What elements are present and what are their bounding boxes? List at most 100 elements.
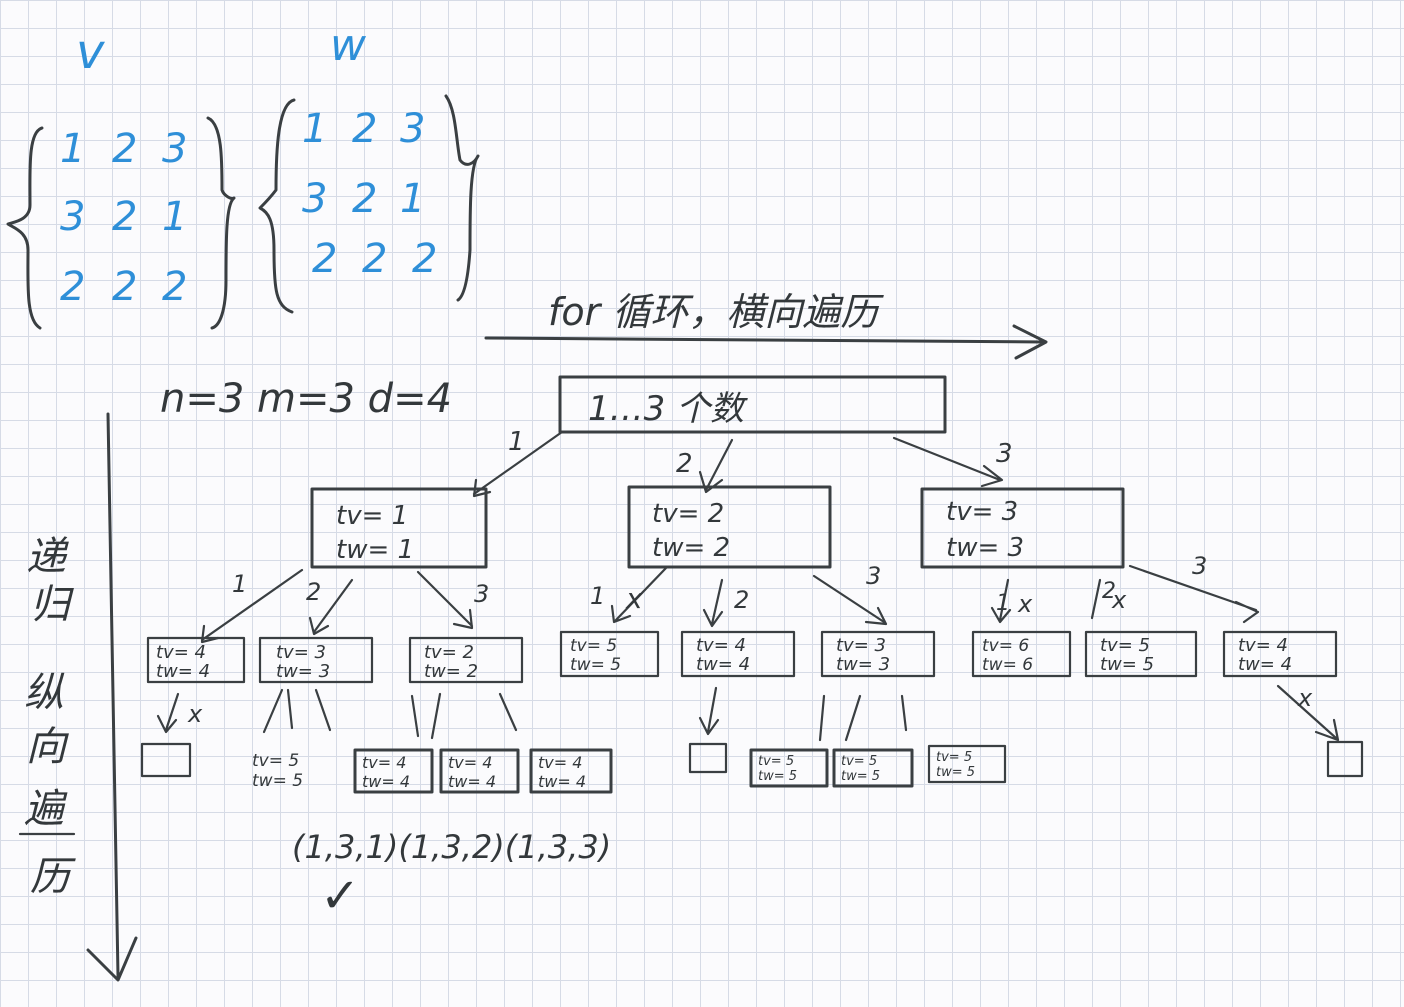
for-loop-label: for 循环，横向遍历: [548, 290, 884, 334]
svg-text:tv= 5: tv= 5: [841, 754, 877, 769]
svg-text:2: 2: [112, 264, 137, 310]
svg-text:3: 3: [474, 580, 489, 608]
w-left-brace: [258, 98, 296, 314]
svg-text:tv= 4: tv= 4: [696, 635, 746, 656]
svg-text:tw= 5: tw= 5: [841, 769, 880, 784]
root-box: [558, 375, 947, 434]
svg-text:3: 3: [162, 126, 187, 172]
level2-node: tv= 4 tw= 4: [146, 636, 246, 684]
svg-text:tv= 1: tv= 1: [336, 501, 408, 531]
svg-text:2: 2: [312, 236, 337, 282]
svg-text:tw= 5: tw= 5: [570, 655, 621, 675]
horizontal-arrow: [484, 324, 1048, 360]
svg-text:tv= 4: tv= 4: [156, 642, 206, 663]
svg-text:2: 2: [1102, 579, 1116, 604]
svg-text:递: 递: [26, 534, 69, 580]
svg-text:纵: 纵: [24, 670, 65, 716]
svg-text:历: 历: [30, 854, 76, 900]
level2-node: tv= 5 tw= 5: [1084, 630, 1198, 678]
svg-text:2: 2: [112, 126, 137, 172]
svg-text:tw= 4: tw= 4: [362, 772, 410, 791]
svg-text:tv= 6: tv= 6: [982, 636, 1029, 656]
w-right-brace: [444, 94, 480, 302]
svg-text:tv= 3: tv= 3: [946, 497, 1018, 527]
svg-text:1: 1: [60, 126, 85, 172]
svg-text:tw= 4: tw= 4: [156, 661, 210, 682]
empty-leaf: [140, 742, 192, 778]
level2-node: tv= 6 tw= 6: [971, 630, 1072, 678]
level2-node: tv= 4 tw= 4: [680, 630, 796, 678]
level3-node: tv= 4 tw= 4: [353, 748, 434, 794]
level2-node: tv= 2 tw= 2: [408, 636, 524, 684]
svg-text:tv= 4: tv= 4: [538, 753, 582, 772]
svg-text:1: 1: [162, 194, 187, 240]
svg-text:2: 2: [306, 578, 321, 606]
svg-text:向: 向: [26, 724, 69, 770]
svg-text:2: 2: [412, 236, 437, 282]
svg-text:tw= 5: tw= 5: [252, 771, 303, 791]
prune-cross: x: [1017, 590, 1033, 618]
svg-text:tw= 4: tw= 4: [538, 772, 586, 791]
v-right-brace: [206, 116, 236, 330]
svg-text:tw= 3: tw= 3: [946, 533, 1024, 563]
level2-edges: 1 2 3 1 2 3 1 2 3: [200, 552, 1260, 644]
level3-edges: [156, 684, 1340, 742]
svg-text:tv= 5: tv= 5: [252, 751, 299, 771]
level3-node-unboxed: tv= 5 tw= 5: [252, 751, 303, 791]
svg-text:tw= 6: tw= 6: [982, 655, 1033, 675]
edge-root-1-label: 1: [508, 427, 525, 457]
svg-text:2: 2: [162, 264, 187, 310]
svg-text:2: 2: [112, 194, 137, 240]
v-matrix: 1 2 3 3 2 1 2 2 2: [60, 126, 187, 310]
svg-text:tv= 3: tv= 3: [276, 642, 326, 663]
svg-text:2: 2: [734, 586, 749, 614]
level2-node: tv= 3 tw= 3: [820, 630, 936, 678]
prune-cross: x: [1297, 684, 1313, 712]
svg-text:1: 1: [590, 582, 605, 610]
svg-text:tw= 3: tw= 3: [276, 661, 330, 682]
svg-text:tv= 4: tv= 4: [362, 753, 406, 772]
params-label: n=3 m=3 d=4: [160, 376, 452, 422]
svg-text:tv= 4: tv= 4: [448, 753, 492, 772]
prune-cross: x: [1111, 586, 1127, 614]
svg-text:1: 1: [302, 106, 327, 152]
edge-root-2: [698, 438, 734, 494]
level2-node: tv= 5 tw= 5: [559, 630, 660, 678]
svg-text:tv= 3: tv= 3: [836, 635, 886, 656]
level1-node: tv= 3 tw= 3: [920, 487, 1125, 569]
level2-node: tv= 4 tw= 4: [1222, 630, 1338, 678]
svg-text:3: 3: [866, 562, 881, 590]
prune-cross: x: [625, 582, 643, 615]
empty-leaf: [688, 742, 728, 774]
svg-text:tv= 2: tv= 2: [424, 642, 474, 663]
svg-text:tv= 5: tv= 5: [936, 750, 972, 765]
svg-text:tv= 2: tv= 2: [652, 499, 724, 529]
level3-node: tv= 5 tw= 5: [749, 748, 829, 788]
w-label: w: [330, 20, 367, 71]
level1-node: tv= 2 tw= 2: [627, 485, 832, 569]
svg-text:tw= 2: tw= 2: [424, 661, 478, 682]
svg-text:tv= 5: tv= 5: [758, 754, 794, 769]
svg-text:tv= 5: tv= 5: [1100, 635, 1150, 656]
svg-text:归: 归: [30, 582, 74, 628]
vertical-arrow: [86, 412, 138, 982]
level3-node: tv= 5 tw= 5: [832, 748, 914, 788]
svg-text:2: 2: [352, 106, 377, 152]
level3-node: tv= 5 tw= 5: [927, 744, 1007, 784]
svg-text:tw= 5: tw= 5: [1100, 654, 1154, 675]
vertical-label: 递 归 纵 向 遍 历: [24, 534, 76, 900]
svg-text:tw= 4: tw= 4: [448, 772, 496, 791]
svg-text:1: 1: [996, 591, 1010, 616]
svg-text:tw= 4: tw= 4: [696, 654, 750, 675]
svg-text:2: 2: [362, 236, 387, 282]
svg-text:tw= 3: tw= 3: [836, 654, 890, 675]
check-mark: ✓: [320, 868, 360, 924]
edge-root-3-label: 3: [996, 439, 1013, 469]
svg-text:3: 3: [302, 176, 327, 222]
svg-text:2: 2: [60, 264, 85, 310]
svg-text:3: 3: [1192, 552, 1207, 580]
svg-text:2: 2: [352, 176, 377, 222]
svg-text:1: 1: [400, 176, 425, 222]
svg-text:tw= 4: tw= 4: [1238, 654, 1292, 675]
